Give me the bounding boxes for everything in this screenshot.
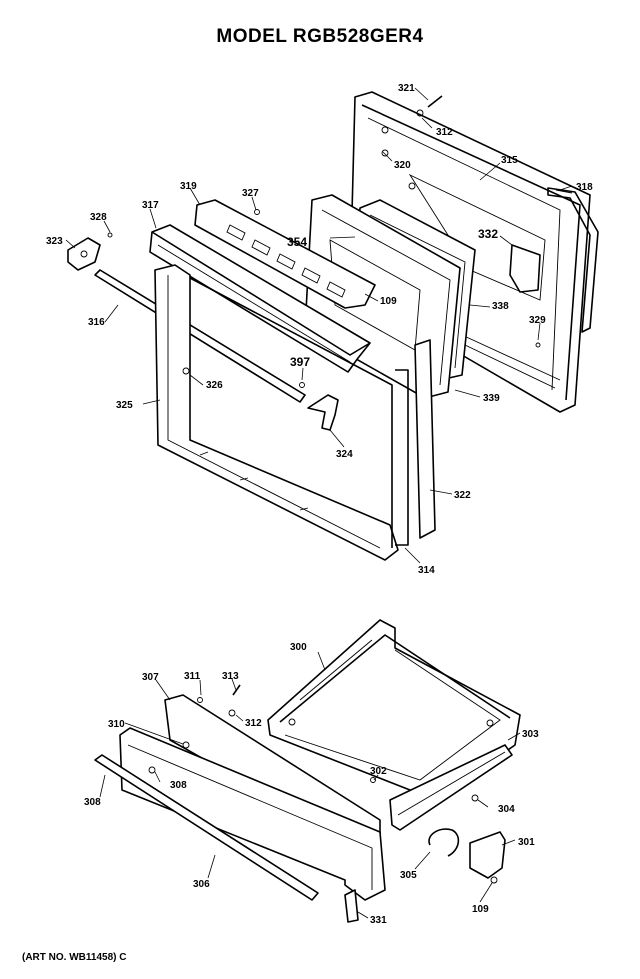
label-329: 329 (529, 315, 546, 326)
label-109-upper: 109 (380, 296, 397, 307)
label-313: 313 (222, 671, 239, 682)
label-308-left: 308 (84, 797, 101, 808)
label-321: 321 (398, 83, 415, 94)
label-310: 310 (108, 719, 125, 730)
label-302: 302 (370, 766, 387, 777)
label-325: 325 (116, 400, 133, 411)
part-331-bracket (344, 889, 359, 923)
label-354: 354 (287, 235, 307, 249)
label-326: 326 (206, 380, 223, 391)
art-number: (ART NO. WB11458) C (22, 952, 127, 963)
diagram-title: MODEL RGB528GER4 (216, 26, 424, 47)
label-109-lower: 109 (472, 904, 489, 915)
part-305-spring-ring (428, 828, 460, 857)
label-338: 338 (492, 301, 509, 312)
label-331: 331 (370, 915, 387, 926)
label-312-lower: 312 (245, 718, 262, 729)
label-397: 397 (290, 355, 310, 369)
part-303-drawer-rail (389, 744, 513, 831)
label-304: 304 (498, 804, 515, 815)
part-323-hinge-bracket (67, 237, 101, 271)
label-339: 339 (483, 393, 500, 404)
part-317-top-channel (149, 224, 371, 373)
label-319: 319 (180, 181, 197, 192)
part-301-glide-bracket (469, 831, 506, 884)
label-312-upper: 312 (436, 127, 453, 138)
part-318-side-trim (547, 187, 599, 333)
leader-lines (65, 87, 573, 919)
label-300: 300 (290, 642, 307, 653)
label-320: 320 (394, 160, 411, 171)
label-318: 318 (576, 182, 593, 193)
part-324-hinge (307, 394, 339, 431)
label-323: 323 (46, 236, 63, 247)
label-311: 311 (184, 671, 201, 682)
label-301: 301 (518, 837, 535, 848)
fasteners-upper (107, 95, 443, 388)
label-315: 315 (501, 155, 518, 166)
part-314-door-seal-frame (395, 369, 409, 546)
label-314: 314 (418, 565, 435, 576)
label-317: 317 (142, 200, 159, 211)
label-303: 303 (522, 729, 539, 740)
label-306: 306 (193, 879, 210, 890)
label-307: 307 (142, 672, 159, 683)
label-328: 328 (90, 212, 107, 223)
part-322-side-strip (414, 339, 436, 539)
fasteners-lower (148, 684, 479, 802)
part-308-handle-rod (94, 754, 319, 901)
label-316: 316 (88, 317, 105, 328)
label-305: 305 (400, 870, 417, 881)
part-300-drawer-body (267, 619, 521, 794)
part-319-door-liner (194, 199, 376, 309)
label-308-middle: 308 (170, 780, 187, 791)
label-332: 332 (478, 227, 498, 241)
label-327: 327 (242, 188, 259, 199)
label-324: 324 (336, 449, 353, 460)
part-325-inner-door-frame (154, 264, 399, 561)
part-332-bracket (509, 244, 541, 293)
part-316-rod (94, 269, 306, 403)
label-322: 322 (454, 490, 471, 501)
